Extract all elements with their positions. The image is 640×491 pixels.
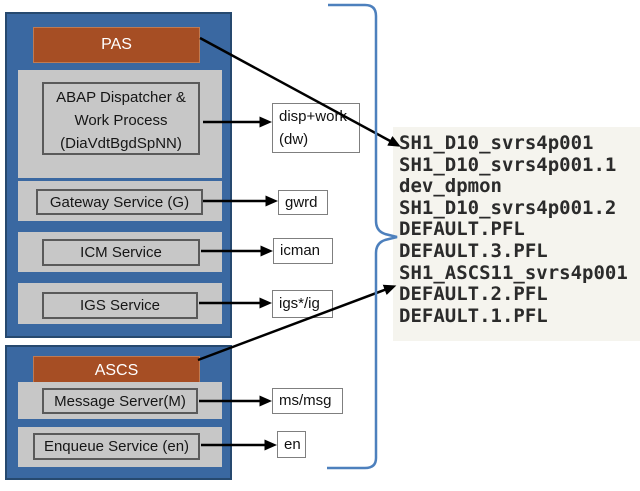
icm-service-box: ICM Service xyxy=(42,239,200,266)
gateway-service-box: Gateway Service (G) xyxy=(36,189,203,215)
message-server-box: Message Server(M) xyxy=(42,388,198,414)
process-box-en: en xyxy=(277,431,306,458)
profile-line: DEFAULT.PFL xyxy=(399,218,525,241)
process-box-gwrd: gwrd xyxy=(278,190,328,215)
process-box-disp-work: disp+work (dw) xyxy=(272,103,360,153)
profile-line: DEFAULT.1.PFL xyxy=(399,304,548,327)
enqueue-service-box: Enqueue Service (en) xyxy=(33,433,200,460)
profile-line: SH1_ASCS11_svrs4p001 xyxy=(399,261,628,284)
process-box-ms-msg: ms/msg xyxy=(272,388,343,414)
profile-list-panel xyxy=(393,127,640,341)
pas-header: PAS xyxy=(33,27,200,63)
profile-line: dev_dpmon xyxy=(399,175,502,198)
process-box-igs: igs*/ig xyxy=(272,290,333,318)
profile-line: SH1_D10_svrs4p001.2 xyxy=(399,196,617,219)
profile-line: DEFAULT.2.PFL xyxy=(399,283,548,306)
profile-file-list: SH1_D10_svrs4p001 SH1_D10_svrs4p001.1 de… xyxy=(399,132,639,327)
profile-line: DEFAULT.3.PFL xyxy=(399,239,548,262)
igs-service-box: IGS Service xyxy=(42,292,198,319)
abap-dispatcher-box: ABAP Dispatcher & Work Process (DiaVdtBg… xyxy=(42,82,200,155)
process-box-icman: icman xyxy=(273,238,333,264)
profile-line: SH1_D10_svrs4p001.1 xyxy=(399,153,617,176)
ascs-header: ASCS xyxy=(33,356,200,386)
profile-line: SH1_D10_svrs4p001 xyxy=(399,132,594,154)
